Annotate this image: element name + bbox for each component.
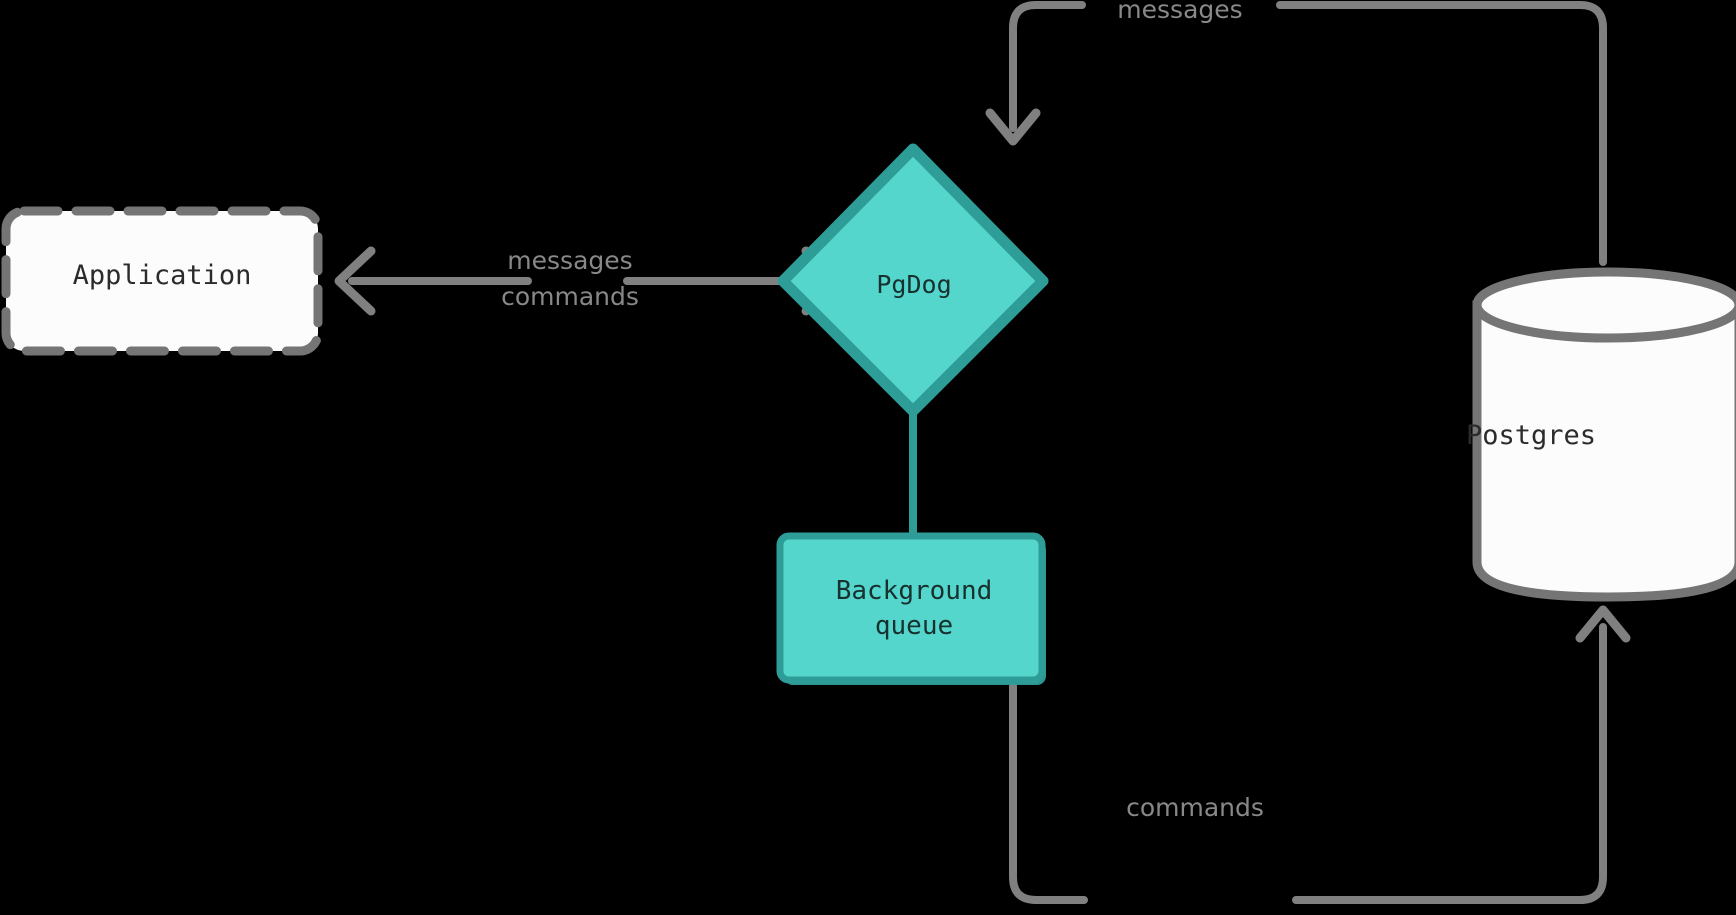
postgres-cylinder-body[interactable] [1472,300,1736,602]
edge-label-application-pgdog: messages commands [501,246,639,311]
node-background-queue[interactable] [776,532,1046,685]
edge-queue-to-postgres [1009,605,1631,904]
background-queue-box[interactable] [776,532,1046,684]
edge-postgres-to-pgdog [985,1,1607,266]
edge-postgres-to-pgdog-left-segment [1009,1,1086,132]
node-application[interactable] [1,206,323,356]
node-postgres[interactable] [1472,267,1736,602]
edge-postgres-to-pgdog-right-segment [1276,1,1607,266]
application-box[interactable] [1,206,323,356]
pgdog-diamond[interactable] [777,143,1049,417]
arrowhead-left-to-application [334,246,376,316]
edge-label-postgres-pgdog: messages [1117,0,1243,24]
arrowhead-down-to-pgdog [985,108,1041,146]
edge-label-queue-postgres: commands [1126,793,1264,822]
arrowhead-up-to-postgres [1575,605,1631,643]
node-pgdog[interactable] [777,143,1049,417]
postgres-cylinder-top[interactable] [1472,267,1736,343]
edge-queue-to-postgres-left-segment [1009,682,1088,904]
edge-queue-to-postgres-right-segment [1292,623,1607,904]
